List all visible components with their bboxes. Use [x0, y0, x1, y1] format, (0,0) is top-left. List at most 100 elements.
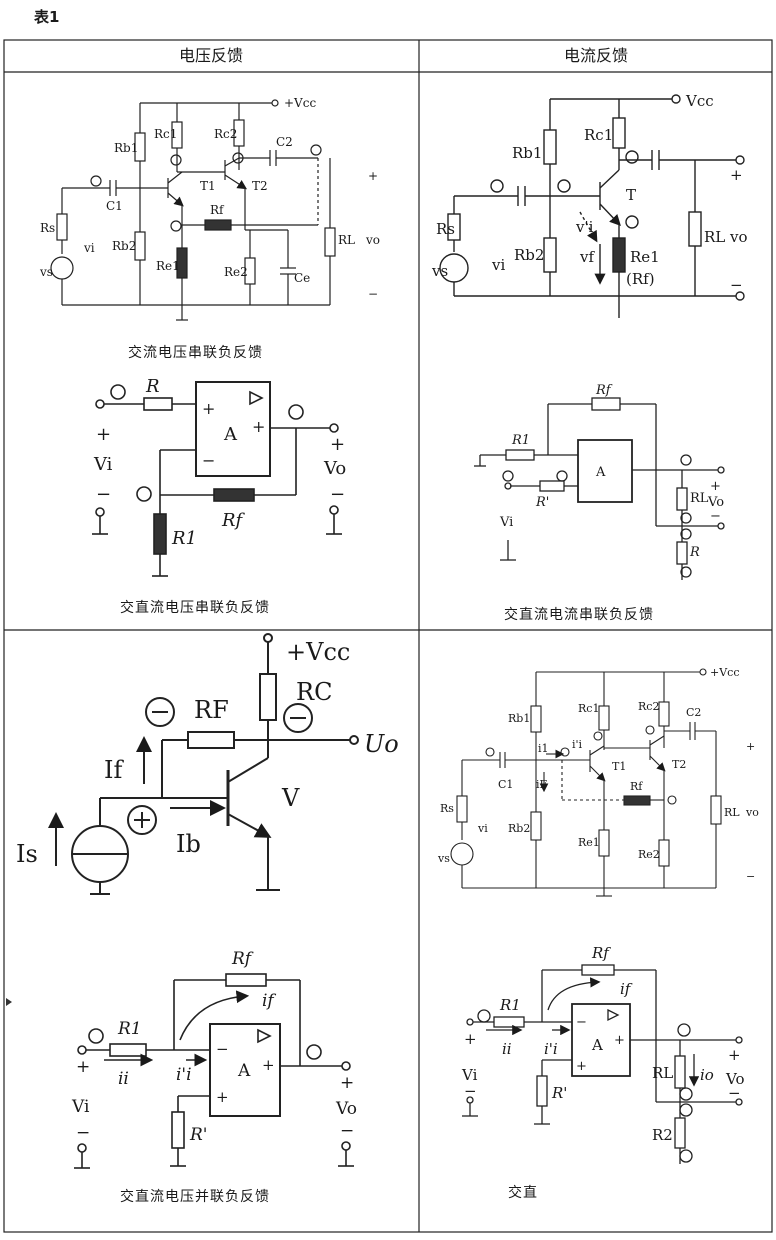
c7-if-label: if [262, 991, 276, 1011]
c4-vo-plus: + [710, 479, 721, 494]
c6-rl-label: RL [724, 806, 740, 819]
c2-rl-label: RL [704, 228, 725, 246]
c6-rb2-label: Rb2 [508, 822, 530, 835]
c1-vs-label: vs [39, 265, 53, 279]
c8-inp-minus: − [576, 1015, 587, 1030]
circuit-3 [92, 381, 342, 577]
c8-r2-label: R2 [652, 1126, 673, 1144]
c7-r1-label: R1 [117, 1019, 142, 1039]
circuit-2-labels: Vcc Rb1 Rc1 T Rs vi vs Rb2 v'i vf Re1 (R… [431, 92, 748, 294]
c2-t-label: T [626, 186, 636, 204]
c7-a-label: A [237, 1061, 251, 1081]
table-grid [3, 39, 773, 1233]
c1-re2-label: Re2 [224, 265, 248, 279]
c3-inp-plus: + [202, 399, 215, 418]
c8-minus: − [464, 1082, 477, 1100]
c3-inp-minus: − [202, 451, 215, 470]
circuit-1 [50, 99, 336, 321]
c1-t2-label: T2 [252, 179, 268, 193]
c6-t1-label: T1 [612, 760, 626, 773]
c1-vo-label: vo [365, 233, 380, 247]
circuit-2 [439, 94, 745, 318]
c6-re2-label: Re2 [638, 848, 660, 861]
c3-vo-label: Vo [323, 458, 346, 479]
c1-rc1-label: Rc1 [154, 127, 177, 141]
c8-ii-prime-label: i'i [544, 1040, 558, 1058]
c3-a-label: A [223, 424, 238, 445]
c8-out-plus: + [614, 1033, 625, 1048]
c6-rs-label: Rs [440, 802, 454, 815]
c6-minus: − [746, 870, 755, 883]
c2-vs-label: vs [431, 262, 448, 280]
c7-out-plus: + [262, 1056, 275, 1074]
circuit-7-labels: Rf R1 if ii i'i A − + + R' Vi Vo + − + − [71, 949, 357, 1145]
c8-ii-label: ii [502, 1040, 512, 1058]
circuit-8-labels: Rf R1 if ii i'i A − + + R' RL io Vo R2 V… [461, 944, 745, 1144]
c2-vf-label: vf [579, 248, 595, 266]
c7-inp-minus: − [216, 1040, 229, 1058]
c4-rl-label: RL [690, 491, 709, 506]
circuit-6 [450, 668, 722, 897]
c6-vi-label: vi [477, 822, 488, 835]
c5-if-label: If [104, 756, 124, 784]
c8-inp-plus: + [576, 1059, 587, 1074]
c8-vo-minus: − [728, 1084, 741, 1102]
c7-vo-minus: − [340, 1121, 354, 1141]
c7-vo-plus: + [340, 1073, 354, 1093]
c4-vi-label: Vi [499, 515, 513, 530]
c3-rf-label: Rf [221, 510, 246, 531]
page-marker-icon [6, 998, 12, 1006]
c7-minus: − [76, 1123, 90, 1143]
c7-vi-label: Vi [71, 1097, 90, 1117]
c7-rf-label: Rf [231, 949, 254, 969]
c4-vo-label: Vo [707, 495, 724, 510]
caption-ac-voltage-series: 交流电压串联负反馈 [128, 345, 263, 361]
c6-c1-label: C1 [498, 778, 513, 791]
c1-c1-label: C1 [106, 199, 123, 213]
c2-vcc-label: Vcc [685, 92, 714, 110]
c6-vo-label: vo [745, 806, 759, 819]
c2-vo-label: vo [729, 228, 748, 246]
c8-if-label: if [620, 980, 633, 998]
header-current-feedback: 电流反馈 [563, 46, 628, 65]
c5-is-label: Is [16, 840, 38, 868]
c6-c2-label: C2 [686, 706, 701, 719]
header-voltage-feedback: 电压反馈 [178, 46, 243, 65]
c6-ii-label: i'i [572, 738, 583, 751]
c6-t2-label: T2 [672, 758, 686, 771]
c5-rf-label: RF [194, 696, 229, 724]
c1-rs-label: Rs [40, 221, 55, 235]
c2-vi-prime-label: v'i [575, 218, 594, 236]
c4-a-label: A [595, 465, 606, 480]
c4-r-label: R [689, 545, 700, 560]
caption-acdc-voltage-series: 交直流电压串联负反馈 [120, 600, 270, 616]
c7-vo-label: Vo [335, 1099, 357, 1119]
c4-r1-label: R1 [511, 433, 530, 448]
c6-rf-label: Rf [630, 780, 643, 793]
c4-vo-minus: − [710, 509, 721, 524]
circuit-1-labels: +Vcc Rb1 Rc1 Rc2 C2 T1 T2 C1 Rs vi vs Rb… [39, 96, 380, 301]
c4-r-prime-label: R' [535, 495, 549, 510]
c7-ii-prime-label: i'i [176, 1065, 192, 1085]
c2-rs-label: Rs [436, 220, 455, 238]
c2-vi-label: vi [491, 256, 505, 274]
c8-rf-label: Rf [591, 944, 611, 962]
circuit-5 [48, 633, 359, 895]
c6-rc2-label: Rc2 [638, 700, 659, 713]
c1-vi-label: vi [83, 241, 95, 255]
caption-acdc-voltage-shunt: 交直流电压并联负反馈 [120, 1189, 270, 1205]
c6-vcc-label: +Vcc [710, 666, 739, 679]
circuit-5-labels: +Vcc RF RC Uo If V Is Ib [16, 638, 399, 868]
c6-i1-label: i1 [538, 742, 549, 755]
c8-vo-label: Vo [725, 1070, 745, 1088]
c1-re1-label: Re1 [156, 259, 180, 273]
c6-rc1-label: Rc1 [578, 702, 599, 715]
circuit-8 [462, 964, 743, 1164]
c1-rb1-label: Rb1 [114, 141, 138, 155]
c5-vcc-label: +Vcc [286, 638, 350, 666]
c6-if-label: iF [536, 778, 548, 791]
c8-a-label: A [591, 1036, 603, 1054]
c8-rl-label: RL [652, 1064, 673, 1082]
circuit-6-labels: +Vcc Rb1 Rc1 Rc2 C2 i1 i'i T1 T2 C1 iF R… [437, 666, 759, 883]
c3-r1-label: R1 [171, 528, 197, 549]
